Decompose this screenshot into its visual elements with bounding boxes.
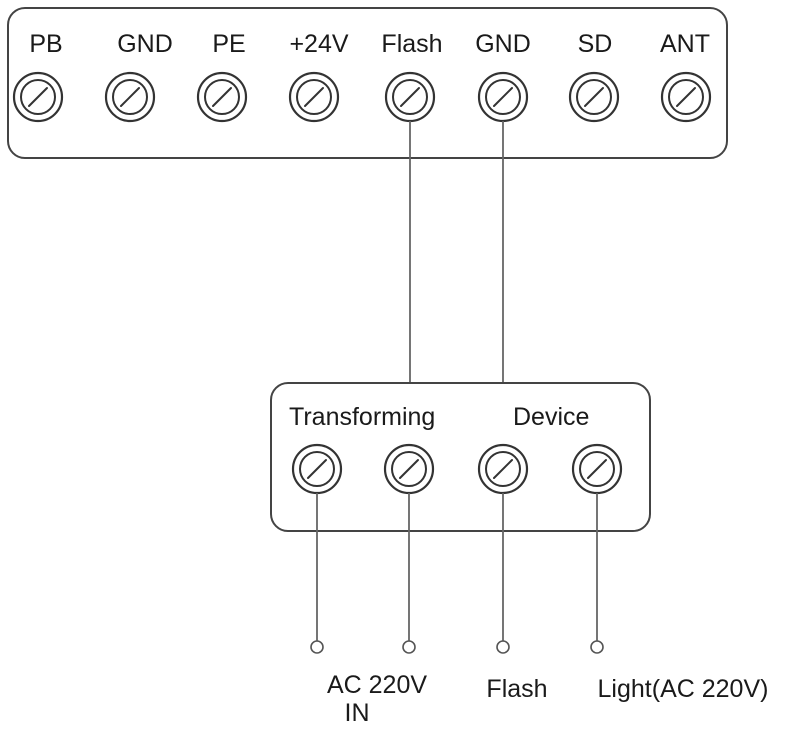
terminal-label-pe: PE (212, 30, 245, 58)
controller-terminal-block (7, 7, 728, 159)
wire-end-light (590, 640, 604, 654)
device-title-right: Device (513, 403, 589, 431)
wire-end-ac-in-2 (402, 640, 416, 654)
screw-terminal-ant (660, 71, 712, 123)
device-terminal-4 (571, 443, 623, 495)
label-ac-in-line1: AC 220V (327, 671, 427, 699)
screw-terminal-gnd-1 (104, 71, 156, 123)
screw-terminal-24v (288, 71, 340, 123)
label-ac-in-line2: IN (345, 699, 370, 727)
transforming-device-block (270, 382, 651, 532)
screw-terminal-pe (196, 71, 248, 123)
device-title-left: Transforming (289, 403, 435, 431)
label-flash-output: Flash (486, 675, 547, 703)
terminal-label-gnd-1: GND (117, 30, 173, 58)
screw-terminal-sd (568, 71, 620, 123)
device-terminal-2 (383, 443, 435, 495)
screw-terminal-pb (12, 71, 64, 123)
terminal-label-24v: +24V (289, 30, 348, 58)
screw-terminal-flash (384, 71, 436, 123)
terminal-label-flash: Flash (381, 30, 442, 58)
wire-end-ac-in-1 (310, 640, 324, 654)
wire-end-flash (496, 640, 510, 654)
terminal-label-sd: SD (578, 30, 613, 58)
terminal-label-gnd-2: GND (475, 30, 531, 58)
terminal-label-pb: PB (29, 30, 62, 58)
device-terminal-3 (477, 443, 529, 495)
label-light-output: Light(AC 220V) (598, 675, 769, 703)
terminal-label-ant: ANT (660, 30, 710, 58)
screw-terminal-gnd-2 (477, 71, 529, 123)
device-terminal-1 (291, 443, 343, 495)
